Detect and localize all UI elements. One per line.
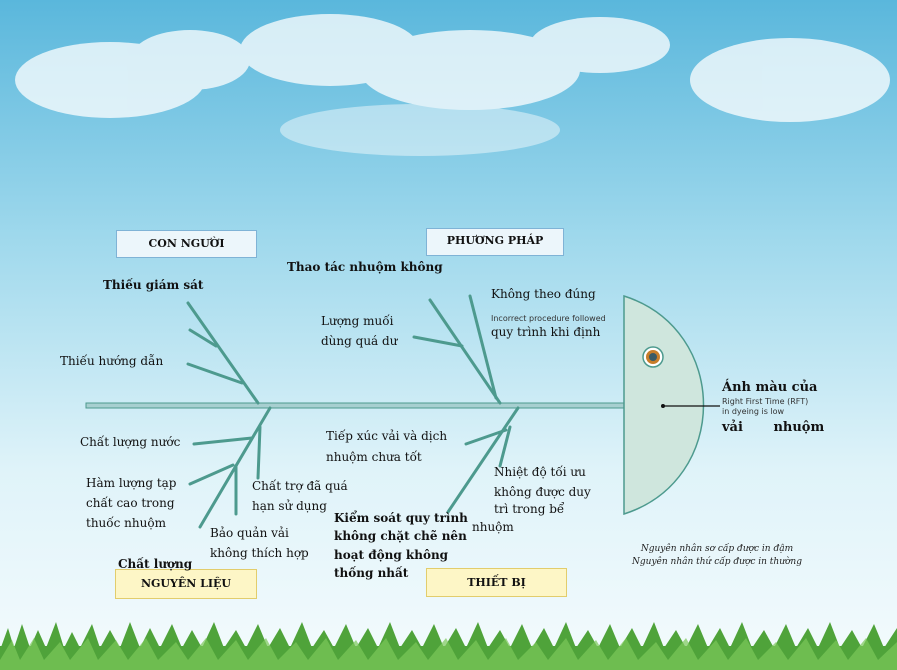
cause-chat-tro-1: Chất trợ đã quá <box>252 479 348 493</box>
head-pointer-dot <box>661 404 665 408</box>
cause-khong-theo-dung: Không theo đúng <box>491 287 596 301</box>
cause-nhiet-do-1: Nhiệt độ tối ưu <box>494 465 586 479</box>
category-thiet-bi-label: THIẾT BỊ <box>467 576 526 589</box>
cause-thieu-huong-dan: Thiếu hướng dẫn <box>60 354 164 368</box>
fishbone-spine <box>85 402 625 409</box>
cause-bao-quan-vai-1: Bảo quản vải <box>210 526 289 540</box>
legend-secondary: Nguyên nhân thứ cấp được in thường <box>632 556 802 567</box>
cause-nhiet-do-3: trì trong bể <box>494 502 565 516</box>
cause-luong-muoi-2: dùng quá dư <box>321 334 398 348</box>
cause-nhiet-do-2: không được duy <box>494 485 591 499</box>
clouds <box>15 14 890 156</box>
bones <box>186 294 520 529</box>
cause-chat-tro-2: hạn sử dụng <box>252 499 327 513</box>
category-con-nguoi-label: CON NGƯỜI <box>148 237 225 250</box>
cause-kiem-soat-4: thống nhất <box>334 566 409 580</box>
cause-quy-trinh-khi-dinh: quy trình khi định <box>491 325 601 339</box>
cause-tiep-xuc-1: Tiếp xúc vải và dịch <box>326 429 448 443</box>
cause-luong-muoi-1: Lượng muối <box>321 314 394 328</box>
cause-ham-luong-tap-2: chất cao trong <box>86 496 175 510</box>
cause-kiem-soat-3: hoạt động không <box>334 548 449 562</box>
cause-tiep-xuc-2: nhuộm chưa tốt <box>326 450 422 464</box>
cause-ham-luong-tap-1: Hàm lượng tạp <box>86 476 177 490</box>
effect-subtitle-en-2: in dyeing is low <box>722 407 785 416</box>
cause-kiem-soat-1: Kiểm soát quy trình <box>334 511 468 525</box>
cause-bao-quan-vai-2: không thích hợp <box>210 546 309 560</box>
effect-subtitle-en-1: Right First Time (RFT) <box>722 397 809 406</box>
category-con-nguoi: CON NGƯỜI <box>116 230 257 258</box>
category-thiet-bi: THIẾT BỊ <box>426 568 567 597</box>
cause-ham-luong-tap-3: thuốc nhuộm <box>86 516 166 530</box>
effect-line2: vải nhuộm <box>722 420 825 435</box>
category-phuong-phap: PHƯƠNG PHÁP <box>426 228 564 256</box>
category-phuong-phap-label: PHƯƠNG PHÁP <box>446 234 544 247</box>
category-nguyen-lieu-label: NGUYÊN LIỆU <box>140 577 232 590</box>
cause-thao-tac-nhuom: Thao tác nhuộm không <box>287 260 443 274</box>
cause-chat-luong: Chất lượng <box>118 557 193 571</box>
effect-title: Ánh màu của <box>722 380 818 395</box>
grass-highlight <box>0 638 897 670</box>
legend-primary: Nguyên nhân sơ cấp được in đậm <box>640 544 794 554</box>
legend-note: Nguyên nhân sơ cấp được in đậm Nguyên nh… <box>612 543 822 568</box>
fish-eye-icon <box>642 346 664 368</box>
category-nguyen-lieu: NGUYÊN LIỆU <box>115 569 257 599</box>
cause-kiem-soat-2: không chặt chẽ nên <box>334 529 467 543</box>
cause-thieu-giam-sat: Thiếu giám sát <box>103 278 204 292</box>
cause-khong-theo-dung-en: Incorrect procedure followed <box>491 314 606 323</box>
cause-chat-luong-nuoc: Chất lượng nước <box>80 435 181 449</box>
cause-nhiet-do-4: nhuộm <box>472 520 514 534</box>
